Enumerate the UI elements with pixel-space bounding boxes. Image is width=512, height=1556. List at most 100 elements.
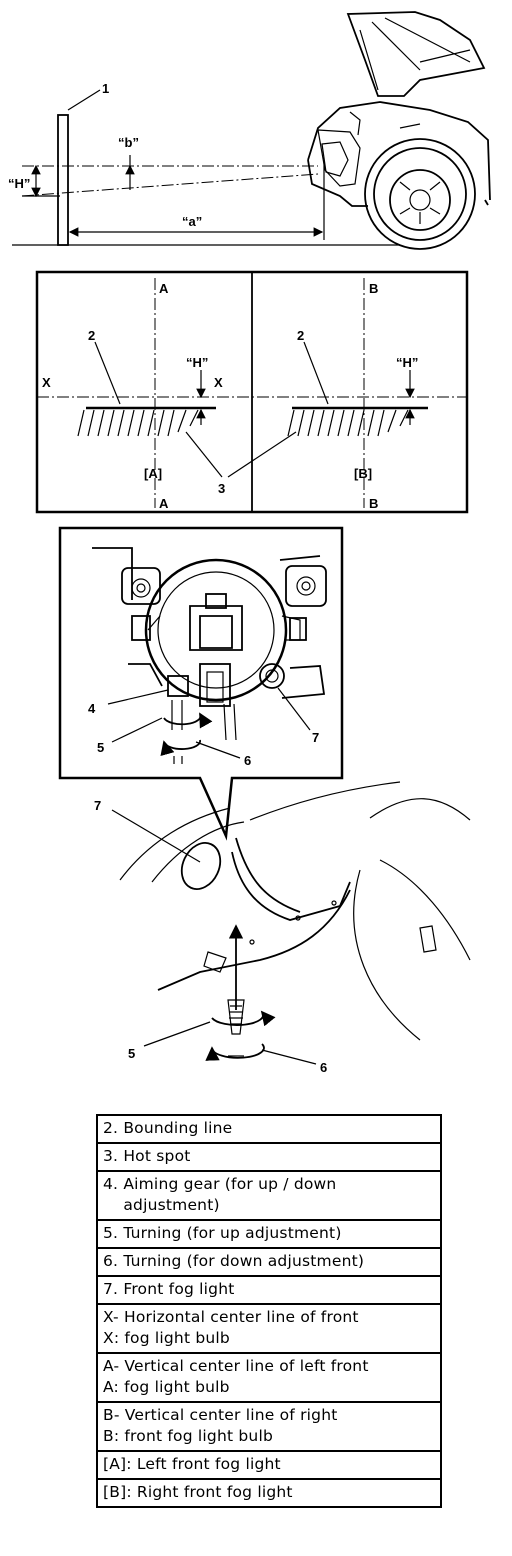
legend-line: A- Vertical center line of left front	[103, 1356, 435, 1377]
legend-line: B- Vertical center line of right	[103, 1405, 435, 1426]
legend-text: front fog light bulb	[124, 1427, 273, 1445]
legend-line: [A]: Left front fog light	[103, 1454, 435, 1475]
legend-text: Right front fog light	[136, 1483, 293, 1501]
legend-text: Aiming gear (for up / down adjustment)	[123, 1175, 337, 1214]
legend-cell: 7. Front fog light	[96, 1275, 442, 1305]
legend-text: Turning (for up adjustment)	[123, 1224, 342, 1242]
legend-cell: [A]: Left front fog light	[96, 1450, 442, 1480]
label-A-top: A	[159, 281, 169, 296]
label-A-bottom: A	[159, 496, 169, 511]
legend-key: 7.	[103, 1280, 124, 1298]
label-H-right: “H”	[396, 355, 418, 370]
legend-text: fog light bulb	[124, 1378, 230, 1396]
label-6: 6	[320, 1060, 327, 1075]
hot-spot-left	[77, 409, 199, 437]
legend-text: Vertical center line of right	[124, 1406, 338, 1424]
legend-text: Turning (for down adjustment)	[123, 1252, 365, 1270]
inset-callout-box	[58, 526, 344, 841]
callout-1-leader	[67, 89, 101, 111]
side-view-figure: 1 “H” “b” “a”	[8, 11, 491, 250]
legend-row: 4. Aiming gear (for up / down adjustment…	[96, 1170, 442, 1221]
legend-text: Hot spot	[123, 1147, 191, 1165]
callout-1: 1	[102, 81, 109, 96]
label-bracket-B: [B]	[354, 466, 372, 481]
legend-row: 6. Turning (for down adjustment)	[96, 1247, 442, 1277]
legend-line: 3. Hot spot	[103, 1146, 435, 1167]
aiming-screen	[57, 114, 69, 246]
label-6-inset: 6	[244, 753, 251, 768]
fog-light-adjustment-figure: 4 5 6 7 7 5 6	[58, 526, 471, 1075]
rotation-arrow-up	[211, 1010, 276, 1027]
legend-line: A: fog light bulb	[103, 1377, 435, 1398]
legend-key: A-	[103, 1357, 125, 1375]
legend-key: B:	[103, 1427, 125, 1445]
legend-cell: 2. Bounding line	[96, 1114, 442, 1144]
legend-key: B-	[103, 1406, 125, 1424]
label-X-left: X	[42, 375, 51, 390]
label-4: 4	[88, 701, 96, 716]
label-X-mid: X	[214, 375, 223, 390]
legend-text: Vertical center line of left front	[124, 1357, 369, 1375]
legend-line: 7. Front fog light	[103, 1279, 435, 1300]
legend-key: 5.	[103, 1224, 124, 1242]
legend-key: 3.	[103, 1147, 124, 1165]
legend-cell: 3. Hot spot	[96, 1142, 442, 1172]
fog-lamp-unit	[92, 547, 327, 741]
rotation-arrow-up-inset	[163, 712, 213, 729]
legend-row: 7. Front fog light	[96, 1275, 442, 1305]
legend-cell: 4. Aiming gear (for up / down adjustment…	[96, 1170, 442, 1221]
legend-row: 3. Hot spot	[96, 1142, 442, 1172]
legend-line: 4. Aiming gear (for up / down adjustment…	[103, 1174, 435, 1216]
legend-table: 2. Bounding line 3. Hot spot 4. Aiming gea…	[96, 1114, 442, 1508]
legend-line: X: fog light bulb	[103, 1328, 435, 1349]
legend-line: B: front fog light bulb	[103, 1426, 435, 1447]
label-7-inset: 7	[312, 730, 319, 745]
legend-cell: 6. Turning (for down adjustment)	[96, 1247, 442, 1277]
legend-key: 6.	[103, 1252, 124, 1270]
legend-key: X:	[103, 1329, 125, 1347]
legend-row: 2. Bounding line	[96, 1114, 442, 1144]
legend-key: 4.	[103, 1175, 124, 1193]
legend-line: [B]: Right front fog light	[103, 1482, 435, 1503]
label-B-top: B	[369, 281, 378, 296]
label-2-left: 2	[88, 328, 95, 343]
label-5: 5	[128, 1046, 135, 1061]
beam-line	[21, 173, 319, 197]
label-H-left: “H”	[186, 355, 208, 370]
screen-pattern-figure: A B A B X X [A] [B] 2 “H” 2 “H” 3	[35, 270, 469, 514]
legend-text: Bounding line	[123, 1119, 233, 1137]
label-b: “b”	[118, 135, 139, 150]
legend-key: [B]:	[103, 1483, 137, 1501]
fog-light-aiming-diagram: 1 “H” “b” “a”	[8, 11, 491, 1075]
legend-line: 5. Turning (for up adjustment)	[103, 1223, 435, 1244]
label-B-bottom: B	[369, 496, 378, 511]
legend-line: 6. Turning (for down adjustment)	[103, 1251, 435, 1272]
label-3: 3	[218, 481, 225, 496]
legend-line: 2. Bounding line	[103, 1118, 435, 1139]
legend-line: X- Horizontal center line of front	[103, 1307, 435, 1328]
label-a: “a”	[182, 214, 202, 229]
label-bracket-A: [A]	[144, 466, 162, 481]
legend-text: fog light bulb	[124, 1329, 230, 1347]
vehicle-front	[307, 11, 491, 250]
label-5-inset: 5	[97, 740, 104, 755]
legend-cell: 5. Turning (for up adjustment)	[96, 1219, 442, 1249]
legend-row: [A]: Left front fog light	[96, 1450, 442, 1480]
legend-row: 5. Turning (for up adjustment)	[96, 1219, 442, 1249]
fog-light-lens	[180, 842, 222, 890]
bumper-view	[119, 781, 471, 1041]
legend-text: Horizontal center line of front	[123, 1308, 359, 1326]
label-2-right: 2	[297, 328, 304, 343]
legend-key: A:	[103, 1378, 125, 1396]
legend-text: Left front fog light	[136, 1455, 281, 1473]
legend-key: X-	[103, 1308, 124, 1326]
legend-text: Front fog light	[123, 1280, 235, 1298]
legend-row: [B]: Right front fog light	[96, 1478, 442, 1508]
label-7: 7	[94, 798, 101, 813]
